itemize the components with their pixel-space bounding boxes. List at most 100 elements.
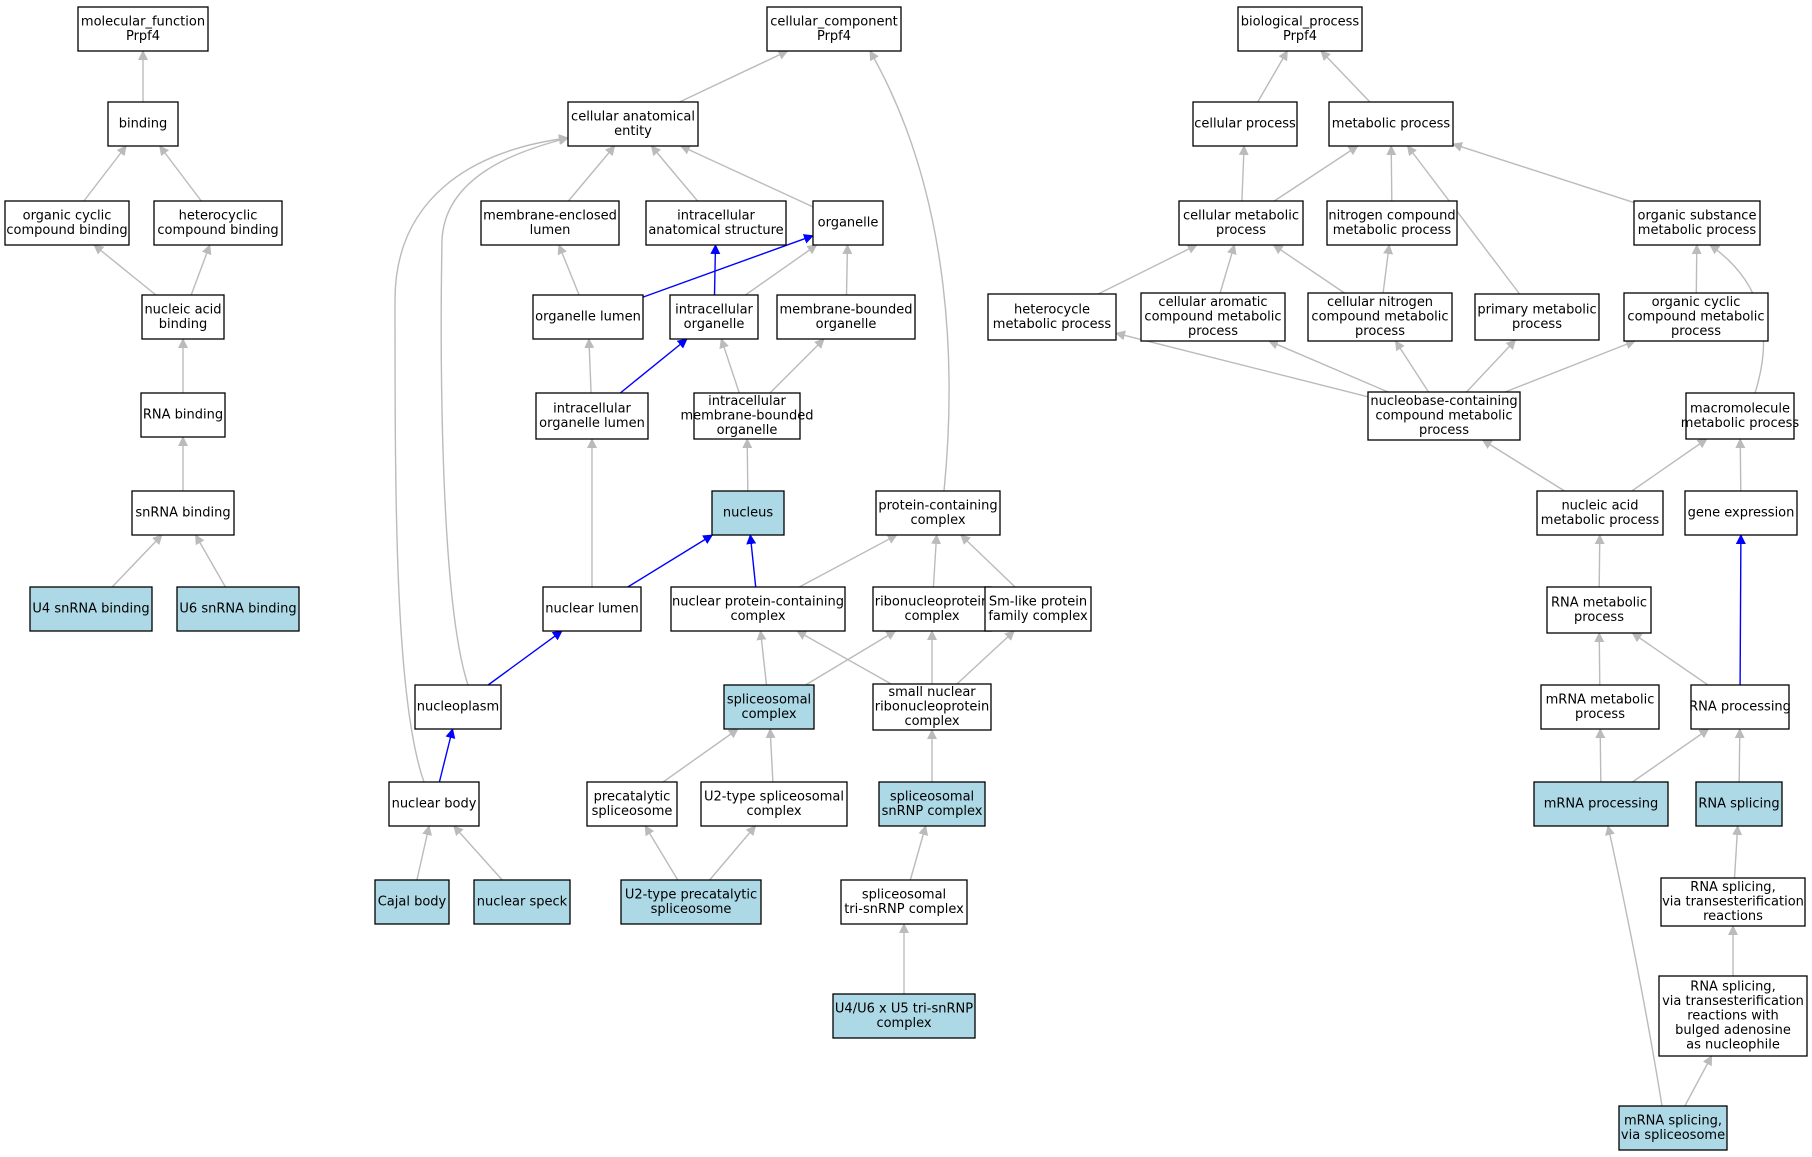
node-cajal[interactable]: Cajal body: [374, 879, 450, 925]
node-organelle[interactable]: organelle: [812, 200, 884, 246]
edge-ic-organelle-to-organelle: [744, 244, 818, 296]
node-box: [984, 586, 1092, 632]
node-nucleoplasm[interactable]: nucleoplasm: [414, 684, 502, 730]
node-label-line: process: [1355, 324, 1405, 339]
node-box: [1685, 392, 1795, 440]
node-box: [1237, 6, 1363, 52]
node-rna-splice-bulged[interactable]: RNA splicing,via transesterificationreac…: [1658, 975, 1808, 1057]
node-label-line: lumen: [530, 223, 571, 238]
node-met-proc[interactable]: metabolic process: [1328, 101, 1454, 147]
node-label-line: via transesterification: [1662, 994, 1804, 1009]
node-box: [374, 879, 450, 925]
node-label-line: heterocycle: [1014, 302, 1090, 317]
edge-ic-org-lumen-to-ic-organelle: [619, 338, 688, 394]
node-mrna-proc[interactable]: mRNA processing: [1533, 781, 1669, 827]
node-label-line: binding: [159, 317, 207, 332]
node-label-line: U4 snRNA binding: [32, 602, 149, 617]
node-label-line: metabolic process: [993, 317, 1112, 332]
edge-rna-proc-to-rna-met: [1631, 632, 1709, 686]
edge-cell-nitro-to-cell-met: [1272, 244, 1345, 294]
node-box: [532, 294, 644, 340]
node-rna-binding[interactable]: RNA binding: [140, 392, 226, 438]
edge-u4-binding-to-snrna-binding: [111, 534, 163, 588]
node-box: [1658, 975, 1808, 1057]
node-label-line: RNA binding: [143, 408, 223, 423]
node-box: [1307, 292, 1453, 342]
edge-prim-met-to-met-proc: [1406, 145, 1521, 295]
node-org-lumen[interactable]: organelle lumen: [532, 294, 644, 340]
node-nuc-body[interactable]: nuclear body: [388, 781, 480, 827]
edge-nucbase-met-to-prim-met: [1465, 339, 1517, 393]
node-label-line: mRNA processing: [1544, 797, 1659, 812]
node-binding[interactable]: binding: [107, 101, 179, 147]
node-cell-proc[interactable]: cellular process: [1192, 101, 1298, 147]
node-label-line: organelle: [717, 423, 778, 438]
node-box: [1328, 101, 1454, 147]
node-snrna-binding[interactable]: snRNA binding: [131, 490, 235, 536]
node-mrna-splice[interactable]: mRNA splicing,via spliceosome: [1618, 1105, 1728, 1151]
node-label-line: RNA metabolic: [1551, 595, 1647, 610]
edge-rna-splice-trans-to-rna-splicing: [1732, 825, 1743, 879]
node-label-line: ribonucleoprotein: [875, 700, 990, 715]
node-gene-expr[interactable]: gene expression: [1684, 490, 1798, 536]
node-rna-proc[interactable]: RNA processing: [1689, 684, 1791, 730]
node-nuc-lumen[interactable]: nuclear lumen: [542, 586, 642, 632]
node-nucleus[interactable]: nucleus: [711, 490, 785, 536]
node-u6-binding[interactable]: U6 snRNA binding: [176, 586, 300, 632]
node-label-line: nuclear body: [392, 797, 477, 812]
node-speck[interactable]: nuclear speck: [473, 879, 571, 925]
edge-mrna-proc-to-mrna-met: [1595, 728, 1606, 783]
node-label-line: process: [1216, 223, 1266, 238]
node-box: [1684, 490, 1798, 536]
edge-cell-proc-to-bp-root: [1257, 50, 1288, 103]
edge-org-cyc-binding-to-binding: [83, 145, 127, 202]
node-box: [620, 879, 762, 925]
edge-nuc-lumen-to-nucleus: [627, 534, 714, 588]
node-u4-binding[interactable]: U4 snRNA binding: [29, 586, 153, 632]
edge-splice-cx-to-rnp: [805, 630, 897, 686]
node-label-line: process: [1575, 707, 1625, 722]
node-rna-splicing[interactable]: RNA splicing: [1695, 781, 1783, 827]
node-rna-splice-trans[interactable]: RNA splicing,via transesterificationreac…: [1660, 877, 1806, 927]
node-label-line: precatalytic: [594, 789, 671, 804]
node-label-line: complex: [876, 1016, 931, 1031]
